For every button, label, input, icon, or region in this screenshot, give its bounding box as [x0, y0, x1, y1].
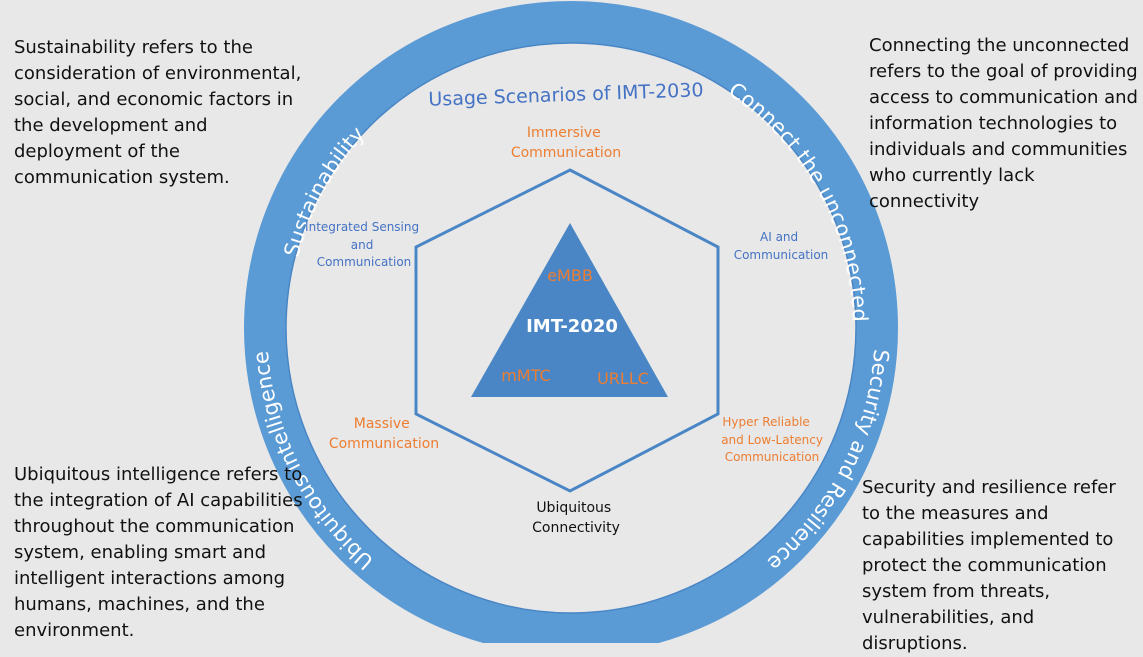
scenario-integrated-sensing: Integrated Sensing and Communication	[305, 220, 423, 269]
usage-scenario-hexagon	[414, 168, 720, 493]
scenario-massive-communication: Massive Communication	[329, 416, 439, 452]
outer-ring-rim	[285, 42, 857, 614]
usage-scenarios-diagram: Sustainability Connect the unconnected S…	[244, 1, 898, 643]
mmtc-label: mMTC	[501, 366, 550, 385]
scenario-hyper-reliable-low-latency: Hyper Reliable and Low-Latency Communica…	[721, 415, 827, 464]
urllc-label: URLLC	[597, 369, 649, 388]
diagram-title: Usage Scenarios of IMT-2030	[428, 79, 704, 111]
scenario-ai-and-communication: AI and Communication	[734, 230, 829, 262]
imt-2020-label: IMT-2020	[526, 316, 618, 337]
note-sustainability: Sustainability refers to the considerati…	[14, 37, 302, 188]
note-ubiquitous-intelligence: Ubiquitous intelligence refers to the in…	[14, 464, 303, 641]
outer-ring	[244, 1, 898, 643]
imt-2020-triangle	[471, 223, 668, 397]
note-connect-the-unconnected: Connecting the unconnected refers to the…	[869, 35, 1138, 212]
note-security-and-resilience: Security and resilience refer to the mea…	[862, 477, 1116, 654]
embb-label: eMBB	[547, 266, 593, 285]
scenario-ubiquitous-connectivity: Ubiquitous Connectivity	[532, 500, 620, 536]
diagram-canvas: Sustainability Connect the unconnected S…	[14, 1, 1138, 654]
scenario-immersive-communication: Immersive Communication	[511, 125, 621, 161]
